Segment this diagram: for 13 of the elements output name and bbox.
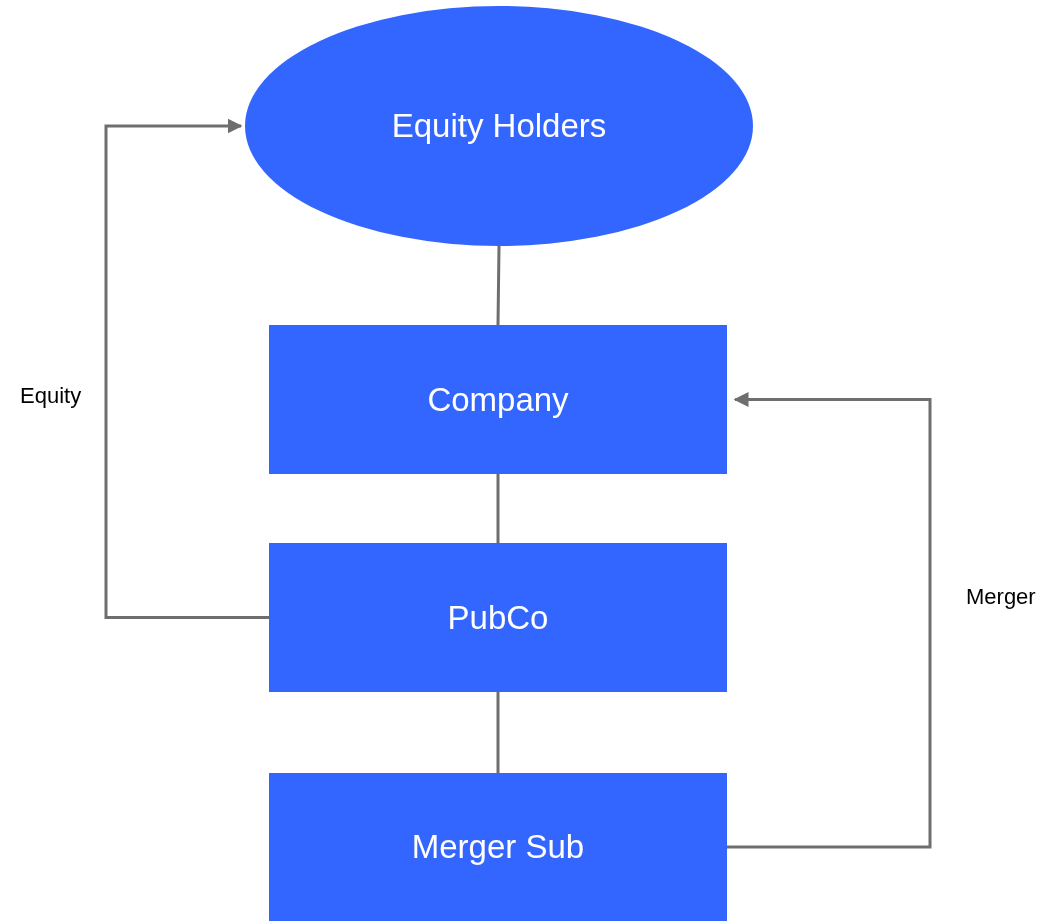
connector-line — [496, 245, 501, 326]
ellipse-node — [245, 6, 753, 246]
connector-line — [496, 692, 500, 773]
arrow — [727, 392, 932, 849]
node-label: Merger Sub — [411, 828, 585, 866]
process-box — [269, 543, 727, 692]
process-box — [269, 773, 727, 921]
connector-line — [496, 474, 500, 543]
arrow — [104, 118, 269, 619]
node-label: Company — [427, 380, 569, 419]
process-box — [269, 325, 727, 474]
node-label: Equity Holders — [391, 107, 607, 145]
node-label: PubCo — [447, 598, 549, 637]
